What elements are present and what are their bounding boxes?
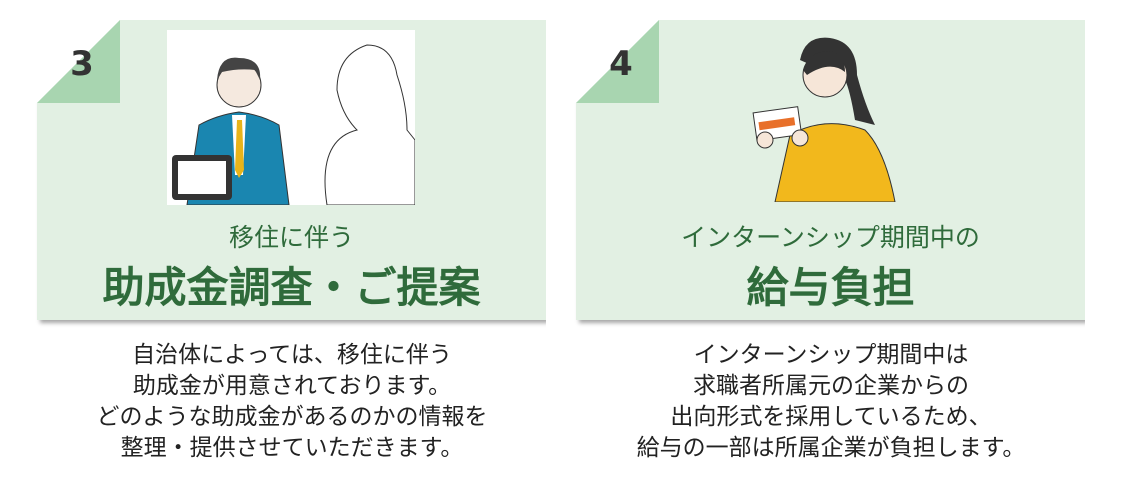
card-subtitle: インターンシップ期間中の: [681, 223, 980, 252]
description-line: どのような助成金があるのかの情報を: [96, 404, 488, 430]
description-line: 自治体によっては、移住に伴う: [132, 342, 452, 368]
corner-fold: [37, 20, 120, 103]
card-subtitle: 移住に伴う: [228, 223, 354, 252]
consultation-illustration: [167, 30, 415, 205]
corner-fold: [576, 20, 659, 103]
description-line: インターンシップ期間中は: [693, 342, 969, 368]
description-line: 整理・提供させていただきます。: [120, 435, 464, 461]
description-line: 給与の一部は所属企業が負担します。: [636, 435, 1026, 461]
card-description: 自治体によっては、移住に伴う 助成金が用意されております。 どのような助成金があ…: [22, 340, 562, 464]
card-number: 3: [70, 44, 94, 84]
card-number: 4: [609, 44, 633, 84]
card-title: 助成金調査・ご提案: [102, 263, 481, 312]
card-title: 給与負担: [746, 263, 915, 312]
woman-reading-illustration: [752, 37, 896, 202]
description-line: 出向形式を採用しているため、: [670, 404, 992, 430]
description-line: 助成金が用意されております。: [132, 373, 452, 399]
card-description: インターンシップ期間中は 求職者所属元の企業からの 出向形式を採用しているため、…: [561, 340, 1101, 464]
description-line: 求職者所属元の企業からの: [693, 373, 969, 399]
